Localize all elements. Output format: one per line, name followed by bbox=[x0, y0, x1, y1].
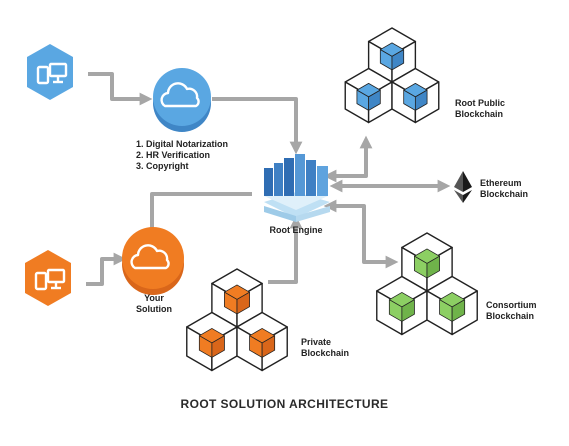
your-solution-cloud bbox=[122, 227, 184, 295]
bottom-device-hexagon bbox=[25, 250, 71, 306]
cloud-icon bbox=[130, 244, 170, 270]
cloud-icon bbox=[160, 82, 200, 108]
private-blockchain-label: Private Blockchain bbox=[301, 337, 350, 358]
diagram-title: ROOT SOLUTION ARCHITECTURE bbox=[180, 397, 389, 411]
devices-icon bbox=[36, 62, 68, 85]
services-list: 1. Digital Notarization 2. HR Verificati… bbox=[136, 139, 228, 172]
arrow-engine-public bbox=[323, 135, 373, 183]
block-cube bbox=[401, 232, 453, 292]
top-device-hexagon bbox=[27, 44, 73, 100]
block-cube bbox=[344, 67, 393, 124]
private-blockchain-cluster bbox=[186, 268, 288, 372]
root-public-blockchain-label: Root Public Blockchain bbox=[455, 98, 505, 119]
arrow-your-solution-to-engine bbox=[150, 192, 252, 232]
arrow-bottom-device-to-your-solution bbox=[86, 252, 127, 286]
service-item: 2. HR Verification bbox=[136, 150, 211, 160]
root-public-blockchain-cluster bbox=[344, 27, 440, 124]
service-item: 3. Copyright bbox=[136, 161, 189, 171]
arrow-engine-consortium bbox=[323, 199, 399, 269]
ethereum-icon bbox=[454, 171, 472, 203]
root-engine-label: Root Engine bbox=[269, 225, 323, 235]
arrow-engine-private bbox=[268, 215, 303, 284]
block-cube bbox=[391, 67, 440, 124]
your-solution-label: Your Solution bbox=[136, 293, 172, 314]
database-engine-icon bbox=[264, 154, 330, 222]
block-cube bbox=[376, 275, 428, 336]
block-cube bbox=[236, 311, 288, 372]
block-cube bbox=[367, 27, 417, 83]
block-cube bbox=[426, 275, 478, 336]
consortium-blockchain-cluster bbox=[376, 232, 478, 336]
service-item: 1. Digital Notarization bbox=[136, 139, 229, 149]
arrow-cloud-to-engine bbox=[212, 97, 303, 155]
consortium-blockchain-label: Consortium Blockchain bbox=[486, 300, 537, 321]
block-cube bbox=[186, 311, 238, 372]
ethereum-blockchain-label: Ethereum Blockchain bbox=[480, 178, 529, 199]
services-cloud bbox=[153, 68, 211, 132]
devices-icon bbox=[34, 268, 66, 291]
arrow-top-device-to-cloud bbox=[88, 72, 153, 106]
